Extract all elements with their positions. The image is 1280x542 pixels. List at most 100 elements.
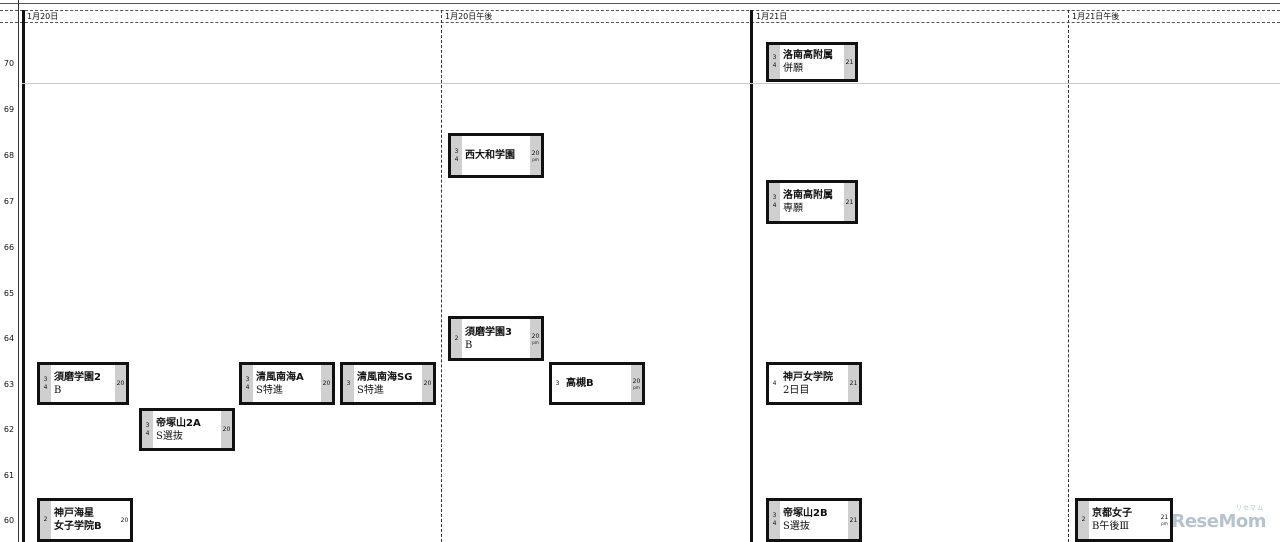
exam-type: 2日目 — [783, 384, 810, 396]
resemom-logo: ReseMom リセマム — [1171, 505, 1266, 532]
y-label: 61 — [3, 471, 15, 480]
school-name: 清風南海SG — [357, 371, 413, 383]
y-label: 69 — [3, 105, 15, 114]
axis-line — [18, 0, 19, 542]
column-header-jan21-pm: 1月21日午後 — [1072, 12, 1120, 21]
grade-label: 2 — [454, 334, 459, 342]
card-date: 20 — [221, 411, 232, 448]
column-header-jan21: 1月21日 — [756, 12, 788, 21]
date-label: 21 — [845, 58, 854, 66]
col-divider-3 — [1068, 10, 1069, 542]
grade-label: 2 — [1081, 516, 1086, 523]
header-top-line — [0, 10, 1280, 11]
grade-label: 4 — [43, 383, 48, 391]
school-name: 高槻B — [566, 378, 594, 389]
date-label: 20 — [120, 516, 129, 524]
card-date: 21 — [844, 183, 855, 221]
grade-label: 3 — [772, 512, 777, 519]
y-label: 62 — [3, 425, 15, 434]
school-name: 須磨学園2 — [54, 371, 101, 383]
grade-label: 4 — [145, 429, 150, 437]
grade-label: 3 — [772, 54, 777, 61]
grade-label: 3 — [555, 379, 560, 387]
exam-type: S特進 — [256, 384, 283, 396]
date-label: 20 — [531, 149, 540, 157]
grade-label: 2 — [43, 516, 48, 523]
card-grades: 2 — [40, 501, 51, 539]
card-date: 21 — [848, 365, 859, 402]
y-label: 68 — [3, 151, 15, 160]
logo-kana: リセマム — [1235, 505, 1264, 512]
card-grades: 2 — [451, 319, 462, 358]
date-label: 20 — [322, 380, 331, 387]
y-label: 63 — [3, 380, 15, 389]
col-divider-2 — [750, 10, 753, 542]
school-name: 帝塚山2A — [156, 417, 201, 429]
school-name: 清風南海A — [256, 371, 304, 383]
column-header-jan20-pm: 1月20日午後 — [445, 12, 493, 21]
school-name: 洛南高附属 — [783, 190, 833, 201]
date-label: 20 — [222, 426, 231, 433]
card-grades: 4 — [769, 365, 780, 402]
date-label: 20 — [423, 380, 432, 387]
grade-label: 3 — [454, 147, 459, 155]
grade-label: 4 — [772, 62, 777, 69]
exam-type: S選抜 — [156, 430, 183, 442]
grade-label: 3 — [145, 421, 150, 429]
card-date: 21 — [848, 501, 859, 539]
y-label: 65 — [3, 289, 15, 298]
grade-label: 4 — [772, 379, 777, 387]
card-date: 20 — [115, 365, 126, 402]
y-label: 70 — [3, 59, 15, 68]
card-date: 21 — [844, 45, 855, 79]
exam-type: B — [54, 384, 62, 396]
grade-label: 4 — [454, 155, 459, 163]
pm-label: pm — [532, 156, 539, 162]
school-name: 西大和学園 — [465, 150, 515, 161]
pm-label: pm — [1161, 521, 1168, 526]
top-border — [0, 3, 1280, 4]
exam-type: S選抜 — [783, 521, 810, 532]
exam-type: B午後Ⅲ — [1092, 521, 1129, 532]
card-grades: 3 — [552, 365, 563, 402]
school-name: 帝塚山2B — [783, 508, 828, 519]
y-label: 60 — [3, 516, 15, 525]
grade-label: 3 — [772, 194, 777, 201]
y-label: 64 — [3, 334, 15, 343]
grade-label: 4 — [772, 202, 777, 209]
school-card: 2 神戸海星女子学院B 20 — [37, 498, 133, 542]
exam-type: S特進 — [357, 384, 384, 396]
school-name: 須磨学園3 — [465, 326, 512, 338]
date-label: 21 — [849, 380, 858, 387]
card-grades: 2 — [1078, 501, 1089, 539]
grade-label: 4 — [772, 520, 777, 527]
date-label: 20 — [632, 377, 641, 385]
row-separator — [22, 83, 1280, 84]
date-label: 20 — [531, 332, 540, 340]
grade-label: 3 — [346, 379, 351, 387]
day-divider-left — [22, 10, 25, 542]
y-label: 66 — [3, 243, 15, 252]
school-name: 神戸女学院 — [783, 371, 833, 383]
date-label: 21 — [849, 516, 858, 524]
y-label: 67 — [3, 197, 15, 206]
